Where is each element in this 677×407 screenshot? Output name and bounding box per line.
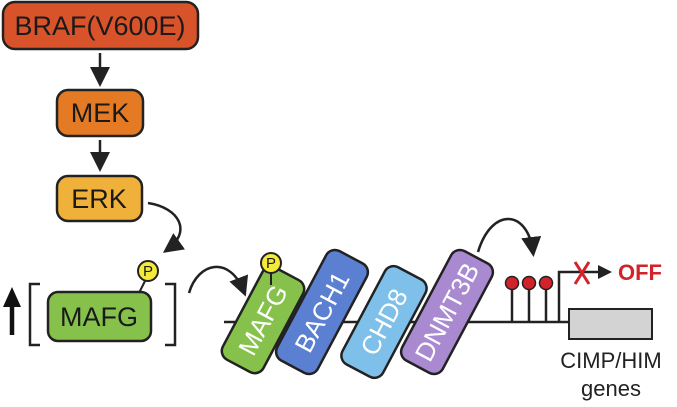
methyl-lollipop — [504, 275, 520, 322]
gene-label-line1: CIMP/HIM — [560, 348, 661, 373]
bracket-right — [165, 282, 177, 347]
phospho-marker-complex-mafg: P — [260, 252, 282, 285]
methylation-marks — [504, 275, 554, 322]
mafg-label: MAFG — [60, 302, 138, 332]
arrow-to-methylation — [476, 217, 542, 257]
arrow-to-complex — [187, 265, 249, 297]
phospho-label: P — [143, 263, 153, 280]
methyl-lollipop — [521, 275, 537, 322]
braf-label: BRAF(V600E) — [14, 11, 185, 41]
gene-label-line2: genes — [581, 376, 641, 401]
braf-box — [1, 0, 200, 51]
upregulation-arrow — [3, 287, 21, 335]
phospho-label: P — [266, 255, 276, 272]
bracket-left — [28, 282, 40, 347]
status-off-label: OFF — [618, 260, 662, 285]
mek-label: MEK — [71, 98, 130, 128]
blocked-x-icon — [573, 261, 591, 285]
phospho-circle — [260, 252, 282, 274]
erk-node: ERK — [55, 174, 144, 223]
chd8-box — [340, 264, 428, 380]
mek-node: MEK — [55, 88, 145, 138]
gene-box — [568, 308, 653, 340]
phospho-marker-free-mafg: P — [137, 260, 159, 294]
mafg-node: MAFG — [46, 290, 153, 343]
methyl-lollipop — [538, 275, 554, 322]
mafg-box — [46, 290, 153, 343]
bach1-box — [274, 248, 370, 376]
braf-node: BRAF(V600E) — [1, 0, 200, 51]
arrow-erk-to-mafg — [147, 201, 186, 253]
mek-box — [55, 88, 145, 138]
transcription-arrow — [557, 265, 612, 322]
erk-box — [55, 174, 144, 223]
erk-label: ERK — [71, 184, 127, 214]
dnmt3b-box — [399, 248, 495, 376]
phospho-circle — [137, 260, 159, 282]
complex-mafg-box — [220, 265, 306, 375]
